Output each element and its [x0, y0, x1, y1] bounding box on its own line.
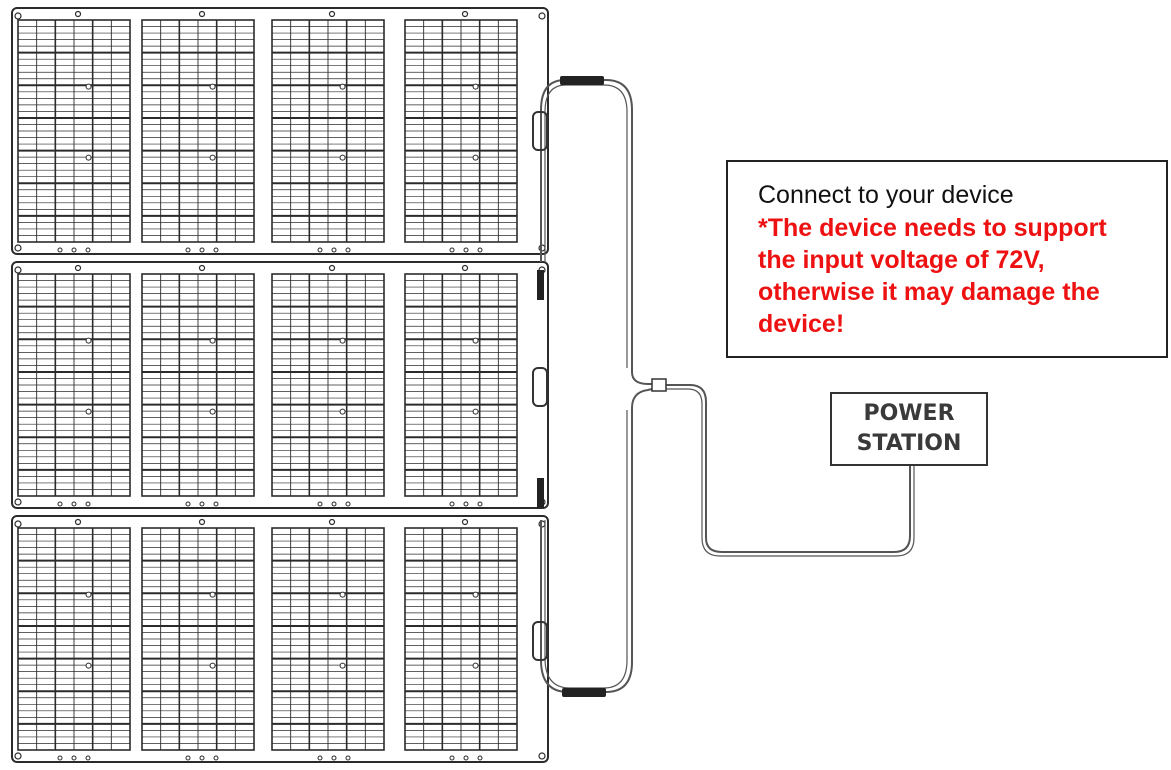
grommet [199, 501, 205, 507]
panel-link-1 [537, 270, 544, 300]
grommet [345, 247, 351, 253]
grommet [449, 755, 455, 761]
grommet [449, 501, 455, 507]
panel-link-2 [537, 478, 544, 508]
grommet [331, 247, 337, 253]
grommet [185, 247, 191, 253]
grommet [463, 247, 469, 253]
grommet [328, 518, 336, 526]
corner-ring [14, 244, 22, 252]
solar-module [404, 273, 518, 497]
top-connector [560, 76, 604, 85]
grommet [198, 518, 206, 526]
grommet [213, 247, 219, 253]
connect-instruction: Connect to your device [758, 181, 1014, 209]
solar-module [404, 19, 518, 243]
grommet [85, 247, 91, 253]
corner-ring [14, 266, 22, 274]
power-station-box: POWER STATION [830, 392, 988, 466]
solar-module [17, 19, 131, 243]
top-cable-inner [544, 84, 628, 368]
grommet [317, 501, 323, 507]
bottom-cable-inner [544, 410, 628, 689]
grommet [463, 501, 469, 507]
corner-ring [14, 520, 22, 528]
solar-module [17, 527, 131, 751]
grommet [317, 247, 323, 253]
grommet [185, 501, 191, 507]
grommet [199, 755, 205, 761]
grommet [185, 755, 191, 761]
grommet [74, 518, 82, 526]
grommet [328, 10, 336, 18]
grommet [461, 518, 469, 526]
corner-ring [538, 12, 546, 20]
junction-box-3 [532, 621, 548, 661]
grommet [199, 247, 205, 253]
solar-module [141, 527, 255, 751]
voltage-warning: *The device needs to support the input v… [758, 214, 1107, 338]
grommet [57, 501, 63, 507]
top-cable [540, 79, 664, 385]
corner-ring [14, 752, 22, 760]
grommet [74, 264, 82, 272]
solar-module [271, 19, 385, 243]
grommet [71, 501, 77, 507]
corner-ring [538, 752, 546, 760]
grommet [345, 501, 351, 507]
grommet [198, 264, 206, 272]
grommet [57, 247, 63, 253]
grommet [331, 755, 337, 761]
junction-box-2 [532, 367, 548, 407]
wiring [532, 76, 915, 697]
bottom-cable [540, 385, 665, 693]
solar-panel-array [11, 7, 549, 763]
grommet [213, 755, 219, 761]
power-station-label: POWER STATION [856, 401, 962, 456]
grommet [331, 501, 337, 507]
grommet [317, 755, 323, 761]
grommet [198, 10, 206, 18]
grommet [71, 247, 77, 253]
solar-module [141, 273, 255, 497]
solar-module [141, 19, 255, 243]
solar-module [271, 527, 385, 751]
solar-module [17, 273, 131, 497]
grommet [57, 755, 63, 761]
grommet [461, 264, 469, 272]
grommet [328, 264, 336, 272]
grommet [477, 247, 483, 253]
junction-box-1 [532, 111, 548, 151]
grommet [85, 755, 91, 761]
corner-ring [14, 498, 22, 506]
solar-module [271, 273, 385, 497]
grommet [461, 10, 469, 18]
grommet [345, 755, 351, 761]
power-station-cable [664, 384, 911, 553]
device-note-box: Connect to your device *The device needs… [726, 160, 1168, 358]
corner-ring [14, 12, 22, 20]
power-station-cable-inner [664, 388, 915, 557]
grommet [85, 501, 91, 507]
grommet [74, 10, 82, 18]
branch-connector [651, 378, 667, 392]
grommet [463, 755, 469, 761]
grommet [477, 755, 483, 761]
bottom-connector [562, 688, 606, 697]
grommet [477, 501, 483, 507]
grommet [213, 501, 219, 507]
grommet [449, 247, 455, 253]
grommet [71, 755, 77, 761]
solar-module [404, 527, 518, 751]
